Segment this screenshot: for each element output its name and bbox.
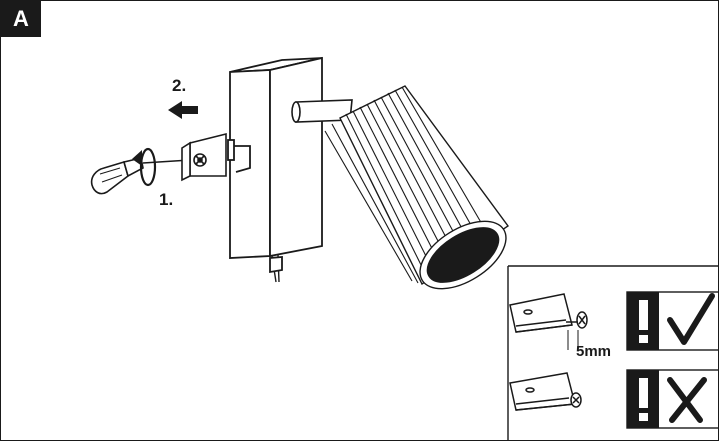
mounting-bracket [181,132,227,182]
distance-label: 5mm [576,343,611,360]
check-mark-icon [667,293,715,345]
detail-panel [507,265,719,441]
lamp-arm [291,99,353,123]
rotate-arrow-icon [132,147,157,187]
lamp-shade [324,85,509,290]
incorrect-indicator [626,369,719,429]
step-2-label: 2. [172,76,186,95]
wall-box [227,56,323,283]
arrow-left-icon [168,101,198,119]
step-1-label: 1. [159,190,173,209]
cross-mark-icon [667,377,707,423]
correct-mounting-detail [509,293,588,350]
incorrect-mounting-detail [509,372,582,411]
correct-indicator [626,291,719,351]
panel-label: A [1,1,41,37]
